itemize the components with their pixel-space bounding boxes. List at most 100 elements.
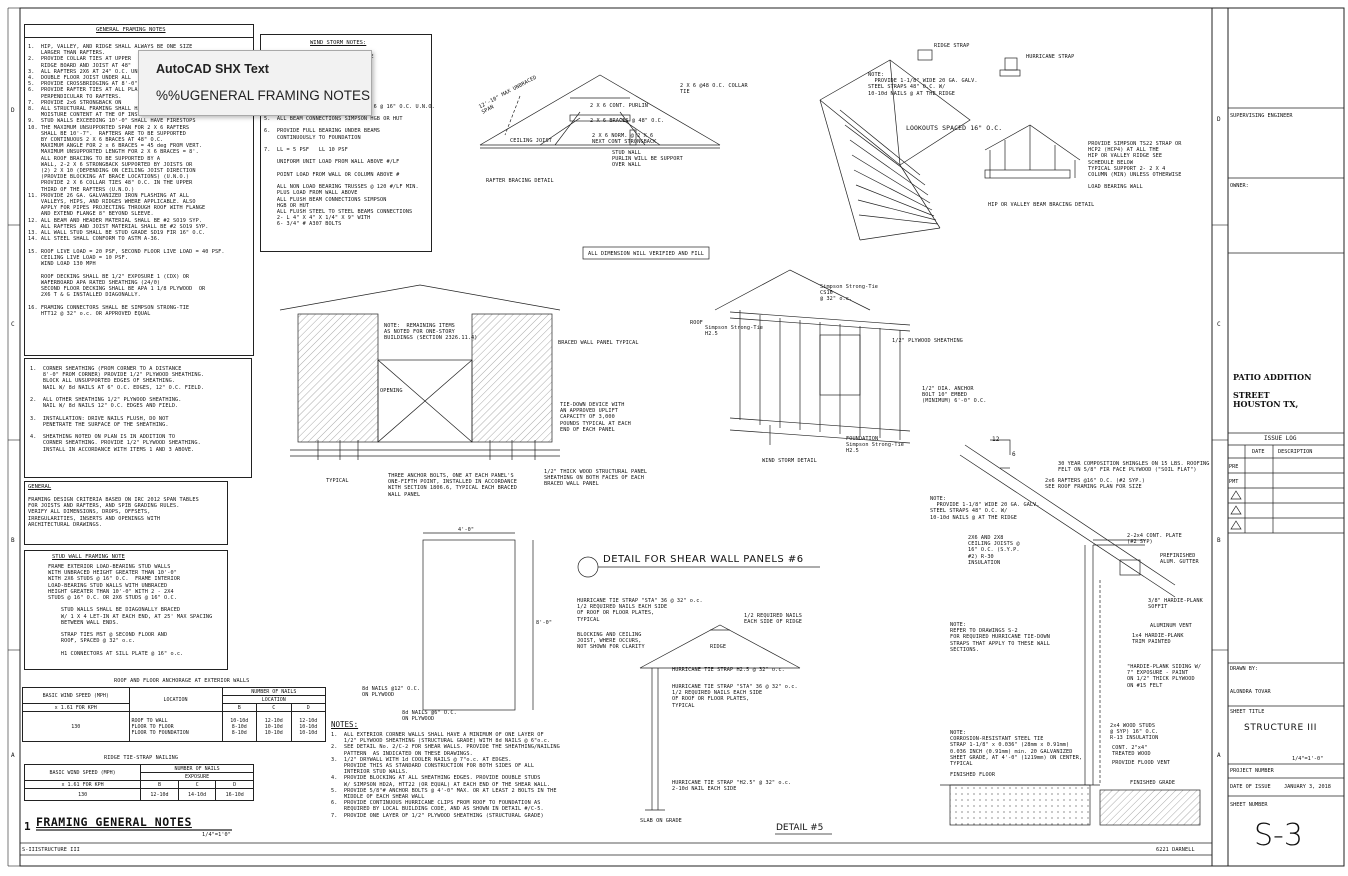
simpson-tie-label: Simpson Strong-Tie H2.5: [705, 325, 764, 338]
dimension-note-label: ALL DIMENSION WILL VERIFIED AND FILL: [588, 251, 705, 257]
note-line: MIDDLE OF EACH SHEAR WALL: [331, 794, 425, 801]
wind-detail-label: WIND STORM DETAIL: [762, 458, 817, 464]
note-line: 6- 3/4" # A307 BOLTS: [264, 221, 342, 228]
plate-label: 2-2x4 CONT. PLATE (#2 SYP): [1127, 533, 1182, 546]
panel-width-label: 4'-0": [458, 527, 475, 533]
hardie-trim-label: 1x4 HARDIE-PLANK TRIM PAINTED: [1132, 633, 1184, 646]
stud-wall-purlin-label: STUD WALL PURLIN WILL BE SUPPORT OVER WA…: [612, 150, 683, 169]
note-line: NAIL W/ 8d NAILS 12" O.C. EDGES AND FIEL…: [30, 403, 179, 410]
hurricane-h25-label: HURRICANE TIE STRAP "H2.5" @ 32" o.c. 2-…: [672, 780, 792, 793]
hurricane-note2-label: NOTE: PROVIDE 1-1/8" WIDE 20 GA. GALV. S…: [930, 496, 1040, 521]
note-line: 2. PROVIDE COLLAR TIES AT UPPER: [28, 56, 132, 63]
general-criteria-box: [24, 481, 228, 545]
ridge-label: RIDGE: [710, 644, 727, 650]
owner-label: OWNER:: [1230, 183, 1249, 189]
supervising-engineer-label: SUPERVISING ENGINEER: [1230, 113, 1293, 119]
nails-12-label: 8d NAILS @12" O.C. ON PLYWOOD: [362, 686, 421, 699]
project-line-3: HOUSTON TX,: [1233, 399, 1299, 409]
note-line: 6. PROVIDE CONTINUOUS HURRICANE CLIPS FR…: [331, 800, 541, 807]
ridge-table-title: RIDGE TIE-STRAP NAILING: [104, 755, 179, 761]
flood-vent-label: PROVIDE FLOOD VENT: [1112, 760, 1171, 766]
note-line: REQUIRED BY LOCAL BUILDING CODE, AND AS …: [331, 806, 544, 813]
note-line: MAXIMUM UNSUPPORTED LENGTH FOR 2 X 6 BRA…: [28, 149, 199, 156]
stud-wall-notes-box: [24, 550, 228, 670]
note-line: PATTERN AS INDICATED ON THESE DRAWINGS.: [331, 750, 473, 757]
notes-header: NOTES:: [331, 720, 359, 729]
note-line: ALL ROOF BRACING TO BE SUPPORTED BY A: [28, 155, 161, 162]
note-line: 3. ALL RAFTERS 2X6 AT 24" O.C. UN: [28, 68, 138, 75]
note-line: CORNER SHEATHING. PROVIDE 1/2" PLYWOOD S…: [30, 440, 201, 447]
note-line: ALL RAFTERS AND JOIST MATERIAL SHALL BE …: [28, 223, 209, 230]
note-line: 3. 1/2" DRYWALL WITH 1d COOLER NAILS @ 7…: [331, 756, 512, 763]
stud-wall-notes-header: STUD WALL FRAMING NOTE: [52, 554, 125, 560]
nails-6-label: 8d NAILS @6" O.C. ON PLYWOOD: [402, 710, 457, 723]
sheet-title-label: SHEET TITLE: [1230, 709, 1265, 715]
note-line: BY CONTINUOUS 2 X 6 BRACES AT 48" O.C.: [28, 137, 164, 144]
note-line: HTT12 @ 32" o.c. OR APPROVED EQUAL: [28, 310, 151, 317]
note-line: SECOND FLOOR DECKING SHALL BE APA 1 1/8 …: [28, 285, 206, 292]
anchorage-speed: 130: [22, 711, 130, 742]
issue-log-label: ISSUE LOG: [1264, 435, 1297, 442]
ridge-speed: 130: [23, 788, 142, 801]
note-line: STUD WALLS SHALL BE DIAGONALLY BRACED: [48, 607, 181, 614]
dimension-note-box: [582, 246, 710, 260]
grid-letter-a-right: A: [1217, 752, 1221, 759]
note-line: CEILING LIVE LOAD = 10 PSF.: [28, 254, 128, 261]
note-line: WAFERBOARD APA RATED SHEATHING (24/0): [28, 279, 161, 286]
note-line: UNIFORM UNIT LOAD FROM WALL ABOVE #/LF: [264, 159, 400, 166]
braced-wall-label: BRACED WALL PANEL TYPICAL: [558, 340, 639, 346]
h25-strap-label: HURRICANE TIE STRAP H2.5 @ 32" o.c.: [672, 667, 785, 673]
note-line: HGB OR HUT: [264, 202, 310, 209]
ceiling-joist-label: CEILING JOIST: [510, 138, 552, 144]
footer-title-underline: [36, 829, 232, 831]
anchorage-row-location: FLOOR TO FLOOR: [131, 723, 174, 730]
note-line: LARGER THAN RAFTERS.: [28, 50, 106, 57]
plywood-label: 1/2" PLYWOOD SHEATHING: [892, 338, 963, 344]
note-line: 1/2" PLYWOOD SHEATHING (STRUCTURAL GRADE…: [331, 738, 551, 745]
panel-height-label: 8'-0": [536, 620, 553, 626]
grid-letter-d: D: [11, 107, 15, 114]
note-line: 1. CORNER SHEATHING (FROM CORNER TO A DI…: [30, 366, 182, 372]
note-line: ROOF DECKING SHALL BE 1/2" EXPOSURE 1 (C…: [28, 273, 190, 280]
note-line: 8'-0" FROM CORNER) PROVIDE 1/2" PLYWOOD …: [30, 372, 205, 379]
note-line: RIDGE BOARD AND JOIST AT 48": [28, 62, 132, 69]
sill-label: CONT. 2"x4" TREATED WOOD: [1112, 745, 1151, 758]
anchor-bolt-label: 1/2" DIA. ANCHOR BOLT 10" EMBED (MINIMUM…: [922, 386, 987, 405]
note-line: LOAD-BEARING STUD WALLS WITH UNBRACED: [48, 582, 168, 589]
note-line: WITH UNBRACED HEIGHT GREATER THAN 10'-0": [48, 570, 177, 577]
tiedown-label: TIE-DOWN DEVICE WITH AN APPROVED UPLIFT …: [560, 402, 631, 433]
sheet-number-label: SHEET NUMBER: [1230, 802, 1268, 808]
hip-detail-label: HIP OR VALLEY BEAM BRACING DETAIL: [988, 202, 1095, 208]
note-line: FRAME EXTERIOR LOAD-BEARING STUD WALLS: [48, 564, 171, 570]
note-line: PLUS LOAD FROM WALL ABOVE: [264, 190, 358, 197]
ridge-table: BASIC WIND SPEED (MPH) NUMBER OF NAILS E…: [23, 764, 254, 801]
note-line: W/ 1 X 4 LET-IN AT EACH END, AT 25' MAX …: [48, 613, 213, 620]
project-line-2: STREET: [1233, 390, 1270, 400]
note-line: WITH 2X6 STUDS @ 16" O.C. FRAME INTERIOR: [48, 576, 181, 583]
ridge-val-d: 16-10d: [215, 788, 254, 801]
note-line: AND EXTEND FLANGE 8" BEYOND SLEEVE.: [28, 211, 154, 218]
note-line: NAIL W/ 8d NAILS AT 6" O.C. EDGES, 12" O…: [30, 384, 205, 391]
drawn-by-label: DRAWN BY:: [1230, 666, 1259, 672]
grid-letter-b-right: B: [1217, 537, 1221, 544]
load-wall-label: LOAD BEARING WALL: [1088, 184, 1143, 190]
simpson-strap-label: PROVIDE SIMPSON TS22 STRAP OR HCP2 (HCP4…: [1088, 141, 1182, 179]
note-line: BLOCK ALL UNSUPPORTED EDGES OF SHEATHING…: [30, 378, 176, 385]
note-line: VERIFY ALL DIMENSIONS, DROPS, OFFSETS,: [28, 509, 151, 516]
note-line: 1. HIP, VALLEY, AND RIDGE SHALL ALWAYS B…: [28, 44, 193, 50]
note-line: SHALL BE 10'-7". RAFTERS ARE TO BE SUPPO…: [28, 130, 186, 137]
rafter-bracing-detail: [479, 74, 721, 149]
roof-label: ROOF: [690, 320, 703, 326]
shear-detail-title: DETAIL FOR SHEAR WALL PANELS #6: [603, 554, 804, 565]
sheet-title-value: STRUCTURE III: [1244, 723, 1317, 733]
windstorm-header: WIND STORM NOTES:: [310, 40, 367, 46]
note-line: POINT LOAD FROM WALL OR COLUMN ABOVE #: [264, 171, 400, 178]
siding-label: "HARDIE-PLANK SIDING W/ 7" EXPOSURE - PA…: [1127, 664, 1202, 689]
grid-letter-b: B: [11, 537, 15, 544]
shx-text-tooltip: AutoCAD SHX Text %%UGENERAL FRAMING NOTE…: [138, 50, 372, 116]
note-line: ROOF, SPACED @ 32" o.c.: [48, 638, 136, 645]
date-of-issue-value: JANUARY 3, 2018: [1284, 784, 1331, 790]
